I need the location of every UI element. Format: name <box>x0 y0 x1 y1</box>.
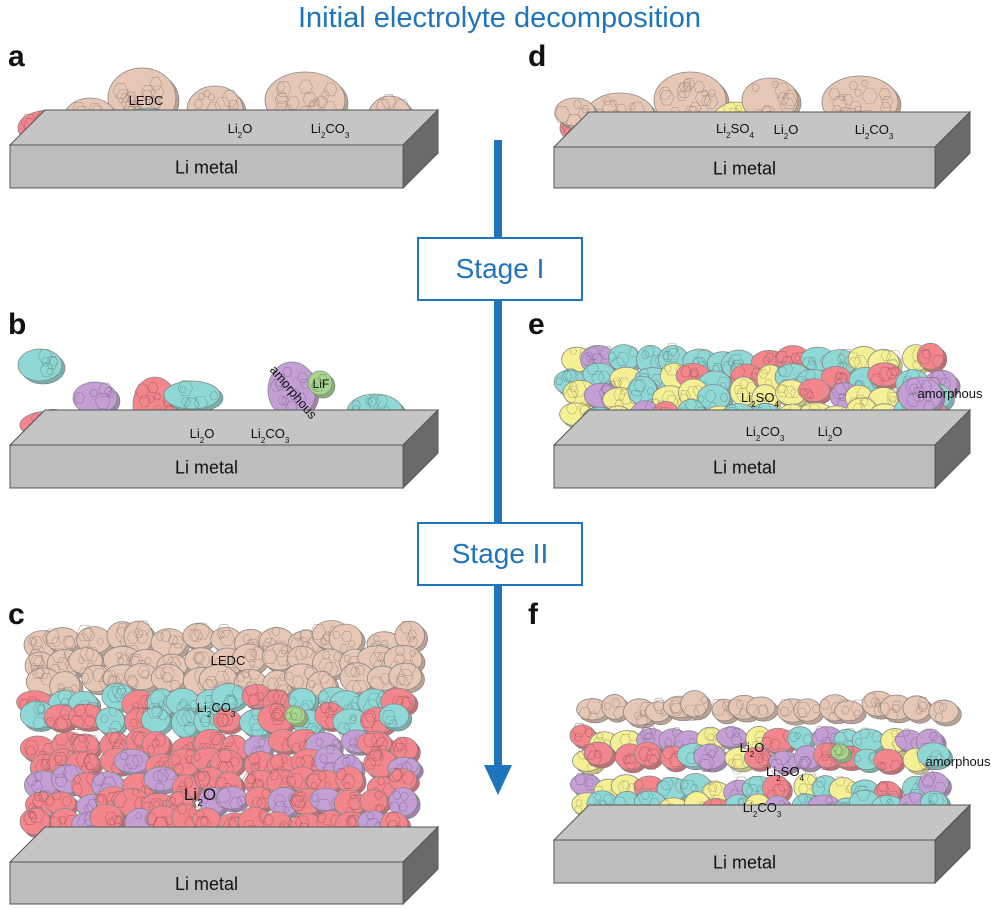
mixed-grain <box>873 748 906 775</box>
lif-grain <box>307 370 336 399</box>
lif-label-b: LiF <box>313 377 330 391</box>
ledc-grain <box>928 699 962 727</box>
mixed-grain <box>853 748 883 773</box>
panel-label-a: a <box>8 40 25 73</box>
li2co3-label-b: Li2CO3 <box>251 426 290 445</box>
li2o-label-e: Li2O <box>818 424 843 443</box>
amorphous-label-f: amorphous <box>925 754 991 769</box>
panel-label-d: d <box>528 40 547 73</box>
mixed-grain <box>798 378 833 405</box>
li-metal-label-d: Li metal <box>713 159 776 179</box>
amorphous-label-e: amorphous <box>917 386 983 401</box>
li-metal-slab-c <box>8 825 440 906</box>
li2o-label-b: Li2O <box>190 426 215 445</box>
mixed-grain <box>768 748 802 775</box>
stage-1-box: Stage I <box>417 237 583 301</box>
li-metal-slab-a <box>8 108 440 190</box>
li-metal-label-b: Li metal <box>175 458 238 478</box>
amorphous-grain <box>897 376 946 417</box>
li2o-grain <box>19 735 58 764</box>
li2co3-label-f: Li2CO3 <box>743 800 782 819</box>
li2o-grain <box>141 731 174 761</box>
li-metal-slab-e <box>552 408 972 490</box>
ledc-grain <box>150 663 188 695</box>
li-metal-slab-f <box>552 803 972 885</box>
ledc-grain <box>834 699 867 725</box>
mixed-grain <box>916 342 948 373</box>
ledc-grain <box>150 628 190 661</box>
li2co3-label-a: Li2CO3 <box>311 121 350 140</box>
li2co3-label-c: Li2CO3 <box>197 700 236 719</box>
li2co3-grain <box>17 348 66 385</box>
li-metal-slab-b <box>8 408 440 490</box>
ledc-grain <box>601 694 630 723</box>
li-metal-slab-d <box>552 110 972 190</box>
li2o-label-d: Li2O <box>774 122 799 141</box>
li2so4-label-e: Li2SO4 <box>741 390 779 409</box>
li2co3-label-e: Li2CO3 <box>746 424 785 443</box>
li-metal-label-e: Li metal <box>713 458 776 478</box>
mixed-grain <box>744 746 774 772</box>
li2so4-label-f: Li2SO4 <box>766 764 804 783</box>
ledc-grain <box>746 696 779 722</box>
mixed-grain <box>581 741 617 769</box>
ledc-grain <box>123 620 157 656</box>
ledc-grain <box>793 698 825 725</box>
amorphous-grain <box>72 381 121 418</box>
figure-title: Initial electrolyte decomposition <box>298 2 701 34</box>
ledc-label-c: LEDC <box>211 653 246 668</box>
li-metal-label-f: Li metal <box>713 853 776 873</box>
li2so4-label-d: Li2SO4 <box>716 121 754 140</box>
li2co3-label-d: Li2CO3 <box>855 122 894 141</box>
mixed-grain <box>378 703 413 732</box>
mixed-grain <box>775 379 810 409</box>
ledc-label-a: LEDC <box>129 93 164 108</box>
lif-grain <box>284 705 309 728</box>
mixed-grain <box>693 742 729 773</box>
mixed-grain <box>851 727 888 755</box>
panel-label-b: b <box>8 308 27 341</box>
ledc-grain <box>339 662 378 697</box>
li2o-grain <box>388 787 421 820</box>
ledc-grain <box>902 695 934 724</box>
li2o-grain <box>390 736 421 766</box>
li-metal-label-a: Li metal <box>175 158 238 178</box>
ledc-grain <box>680 690 712 721</box>
li-metal-label-c: Li metal <box>175 874 238 894</box>
stage-2-box: Stage II <box>417 522 583 586</box>
ledc-grain <box>182 622 217 652</box>
mixed-grain <box>633 741 665 770</box>
li2co3-grain <box>163 380 224 413</box>
li2o-label-f: Li2O <box>740 740 765 759</box>
panel-label-f: f <box>528 598 538 631</box>
mixed-grain <box>212 708 244 735</box>
panel-label-c: c <box>8 598 25 631</box>
panel-label-e: e <box>528 308 545 341</box>
mixed-grain <box>916 742 953 771</box>
lif-grain <box>828 741 853 764</box>
amorphous-grain <box>267 361 320 422</box>
ledc-grain <box>232 643 269 676</box>
li2o-grain <box>113 748 153 777</box>
mixed-grain <box>211 683 249 713</box>
li2o-label-c: Li2O <box>184 785 216 809</box>
mixed-grain <box>607 344 643 375</box>
li2o-label-a: Li2O <box>228 121 253 140</box>
li2o-grain <box>216 786 250 813</box>
